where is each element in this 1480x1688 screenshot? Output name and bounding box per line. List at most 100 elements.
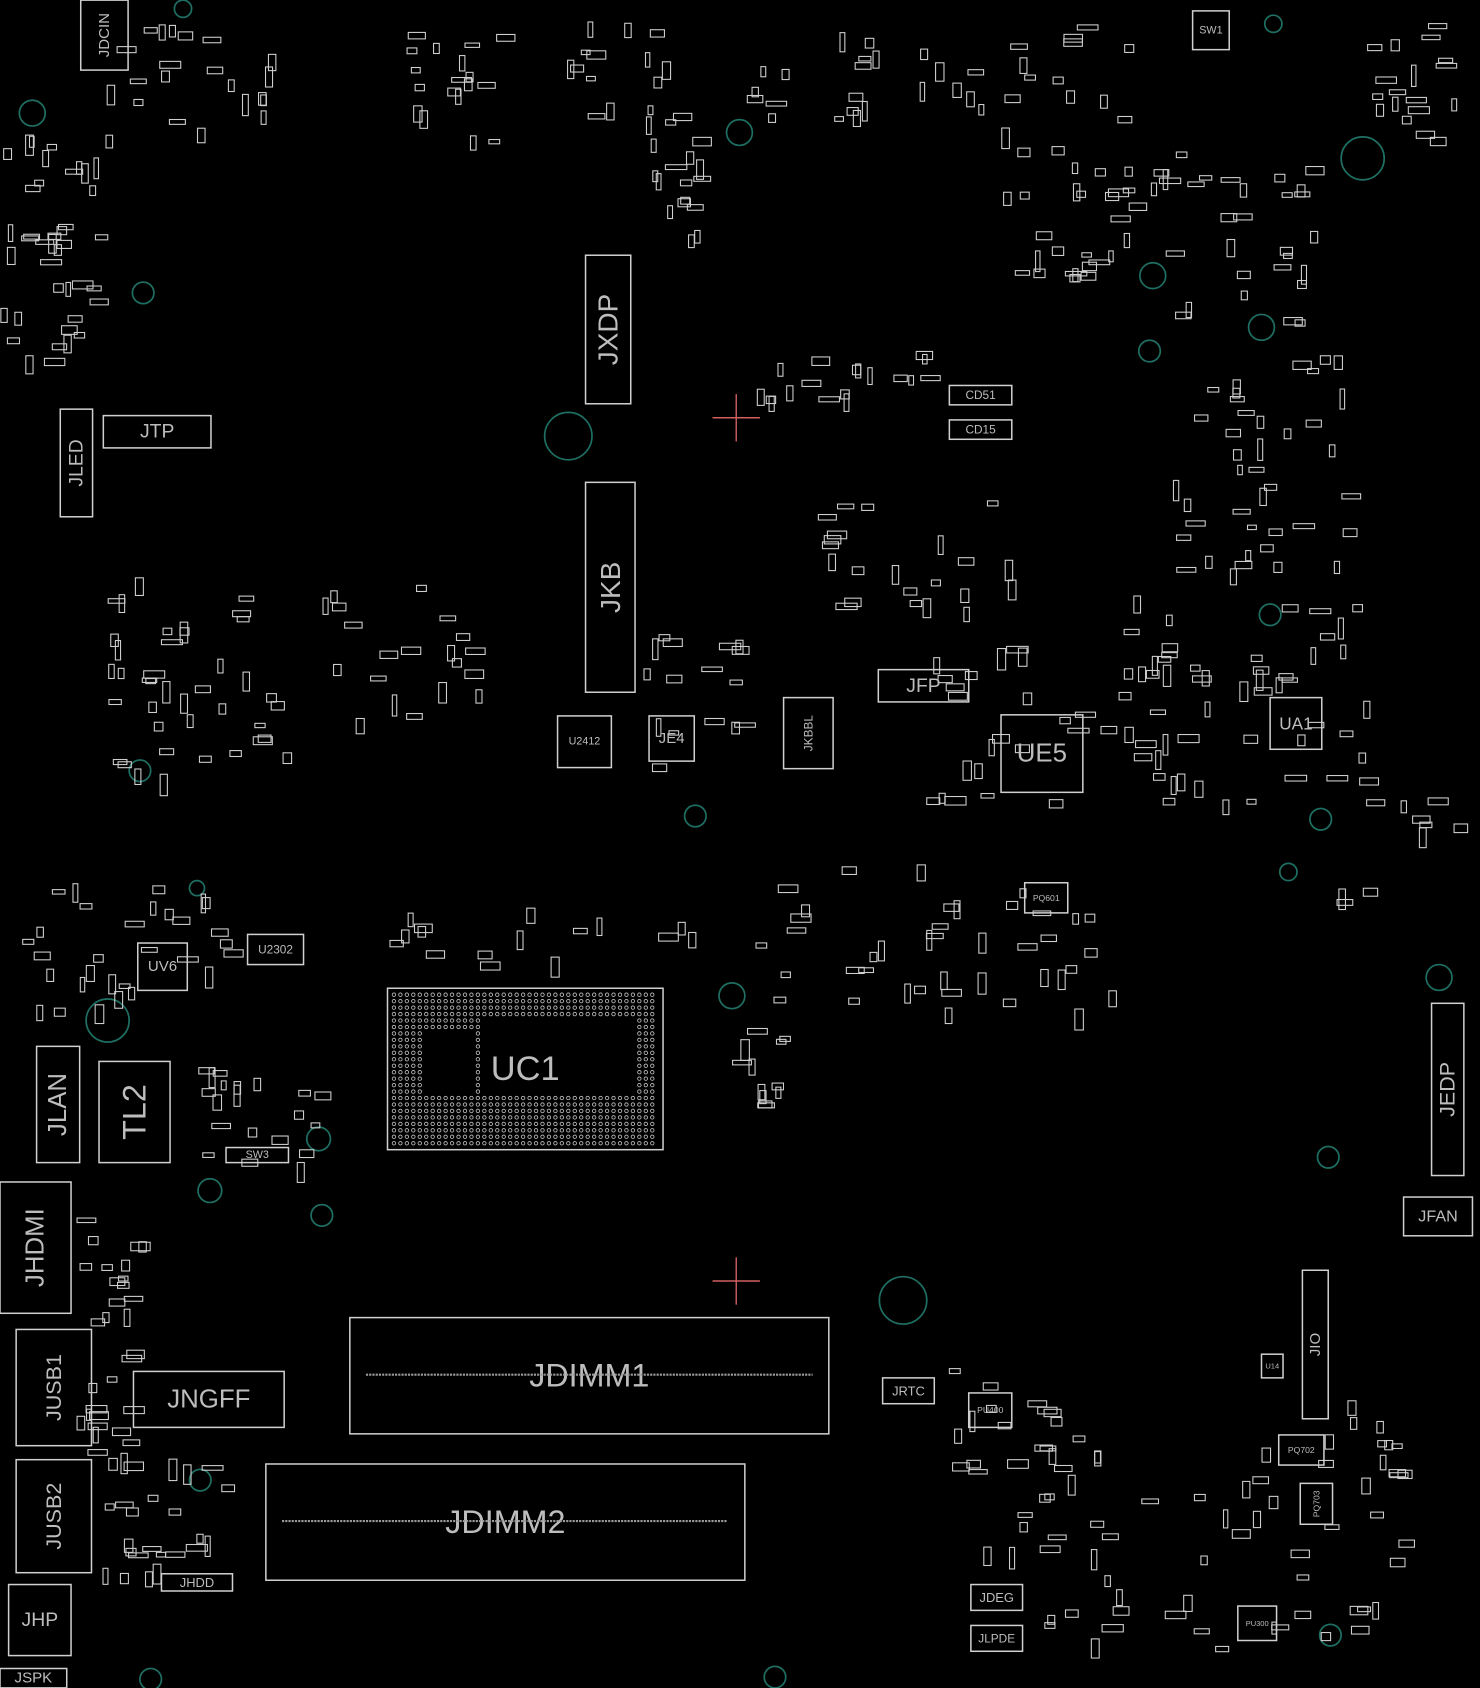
- component-jfp[interactable]: JFP: [877, 668, 970, 703]
- smd-pad: [1294, 319, 1306, 327]
- component-u2412[interactable]: U2412: [556, 715, 613, 769]
- smd-pad: [694, 229, 701, 244]
- smd-pad: [731, 645, 750, 655]
- component-jkb[interactable]: JKB: [584, 481, 636, 693]
- component-jrtc[interactable]: JRTC: [881, 1377, 936, 1405]
- smd-pad: [985, 1404, 997, 1413]
- smd-pad: [1259, 487, 1267, 507]
- smd-pad: [36, 926, 44, 938]
- component-cd51[interactable]: CD51: [948, 384, 1013, 406]
- component-jlan[interactable]: JLAN: [35, 1045, 81, 1164]
- component-outline: [1430, 1002, 1465, 1177]
- component-cd15[interactable]: CD15: [948, 419, 1013, 441]
- smd-pad: [643, 668, 651, 681]
- component-uc1[interactable]: UC1: [386, 987, 664, 1151]
- component-outline: [137, 942, 189, 992]
- smd-pad: [36, 1004, 44, 1022]
- smd-pad: [1065, 965, 1078, 974]
- smd-pad: [983, 1546, 992, 1567]
- smd-pad: [740, 1039, 750, 1061]
- component-jdeg[interactable]: JDEG: [970, 1583, 1024, 1612]
- smd-pad: [72, 883, 79, 903]
- smd-pad: [242, 671, 251, 692]
- component-jled[interactable]: JLED: [59, 408, 94, 518]
- smd-pad: [908, 375, 915, 386]
- component-outline: [1260, 1353, 1284, 1379]
- smd-pad: [1252, 1510, 1262, 1529]
- smd-pad: [73, 331, 86, 339]
- smd-pad: [1040, 968, 1049, 988]
- component-jxdp[interactable]: JXDP: [584, 254, 632, 405]
- component-u2302[interactable]: U2302: [246, 933, 305, 966]
- component-jusb2[interactable]: JUSB2: [15, 1458, 93, 1574]
- component-label: PQ703: [1311, 1490, 1321, 1517]
- smd-pad: [439, 615, 457, 622]
- smd-pad: [661, 61, 672, 80]
- smd-pad: [1305, 419, 1322, 428]
- component-jkbbl[interactable]: JKBBL: [782, 696, 834, 770]
- smd-pad: [218, 703, 227, 715]
- smd-pad: [1362, 887, 1379, 897]
- component-jhdmi[interactable]: JHDMI: [0, 1181, 72, 1315]
- smd-pad: [1372, 93, 1384, 101]
- smd-pad: [996, 647, 1007, 671]
- smd-pad: [162, 681, 171, 704]
- component-outline: [15, 1458, 93, 1574]
- smd-pad: [117, 667, 125, 680]
- component-jdcin[interactable]: JDCIN: [79, 0, 129, 71]
- smd-pad: [447, 644, 456, 662]
- component-uv6[interactable]: UV6: [137, 942, 189, 992]
- component-pq601[interactable]: PQ601: [1023, 881, 1069, 914]
- component-jhp[interactable]: JHP: [7, 1583, 72, 1657]
- smd-pad: [1391, 1443, 1403, 1450]
- component-jedp[interactable]: JEDP: [1430, 1002, 1465, 1177]
- smd-pad: [7, 224, 14, 242]
- smd-pad: [1123, 628, 1140, 636]
- smd-pad: [1193, 1628, 1210, 1635]
- smd-pad: [1138, 666, 1147, 683]
- smd-pad: [1108, 250, 1114, 263]
- component-je4[interactable]: JE4: [648, 715, 696, 762]
- smd-pad: [916, 864, 926, 882]
- mounting-hole: [1258, 603, 1282, 627]
- smd-pad: [127, 1552, 149, 1559]
- component-jusb1[interactable]: JUSB1: [15, 1328, 93, 1447]
- smd-pad: [87, 1422, 108, 1431]
- smd-pad: [845, 966, 865, 975]
- component-u14[interactable]: U14: [1260, 1353, 1284, 1379]
- smd-pad: [777, 362, 784, 377]
- component-sw1[interactable]: SW1: [1191, 10, 1230, 51]
- smd-pad: [977, 972, 987, 995]
- smd-pad: [1141, 1498, 1160, 1505]
- component-pu300[interactable]: PU300: [1237, 1605, 1278, 1642]
- component-pq702[interactable]: PQ702: [1277, 1434, 1325, 1466]
- component-jfan[interactable]: JFAN: [1402, 1196, 1474, 1237]
- component-pu400[interactable]: PU400: [967, 1392, 1013, 1429]
- component-outline: [79, 0, 129, 71]
- component-ue5[interactable]: UE5: [1000, 714, 1084, 794]
- component-sw3[interactable]: SW3: [225, 1146, 290, 1164]
- smd-pad: [1451, 98, 1458, 112]
- smd-pad: [186, 714, 194, 729]
- component-jlpde[interactable]: JLPDE: [970, 1624, 1024, 1653]
- smd-pad: [196, 127, 206, 144]
- component-jhdd[interactable]: JHDD: [160, 1573, 234, 1592]
- component-jtp[interactable]: JTP: [102, 414, 212, 449]
- component-outline: [1191, 10, 1230, 51]
- smd-pad: [1338, 888, 1346, 911]
- component-jspk[interactable]: JSPK: [0, 1667, 68, 1688]
- smd-pad: [1242, 1480, 1251, 1499]
- component-pq703[interactable]: PQ703: [1299, 1482, 1334, 1526]
- component-ua1[interactable]: UA1: [1269, 696, 1323, 751]
- smd-pad: [1048, 799, 1064, 809]
- component-label: JTP: [140, 421, 174, 443]
- mounting-hole: [85, 998, 131, 1043]
- smd-pad: [212, 1094, 223, 1111]
- smd-pad: [909, 599, 923, 608]
- component-jngff[interactable]: JNGFF: [132, 1370, 285, 1429]
- smd-pad: [848, 92, 864, 102]
- smd-pad: [1019, 1522, 1028, 1533]
- component-jio[interactable]: JIO: [1301, 1269, 1329, 1420]
- component-tl2[interactable]: TL2: [98, 1060, 171, 1164]
